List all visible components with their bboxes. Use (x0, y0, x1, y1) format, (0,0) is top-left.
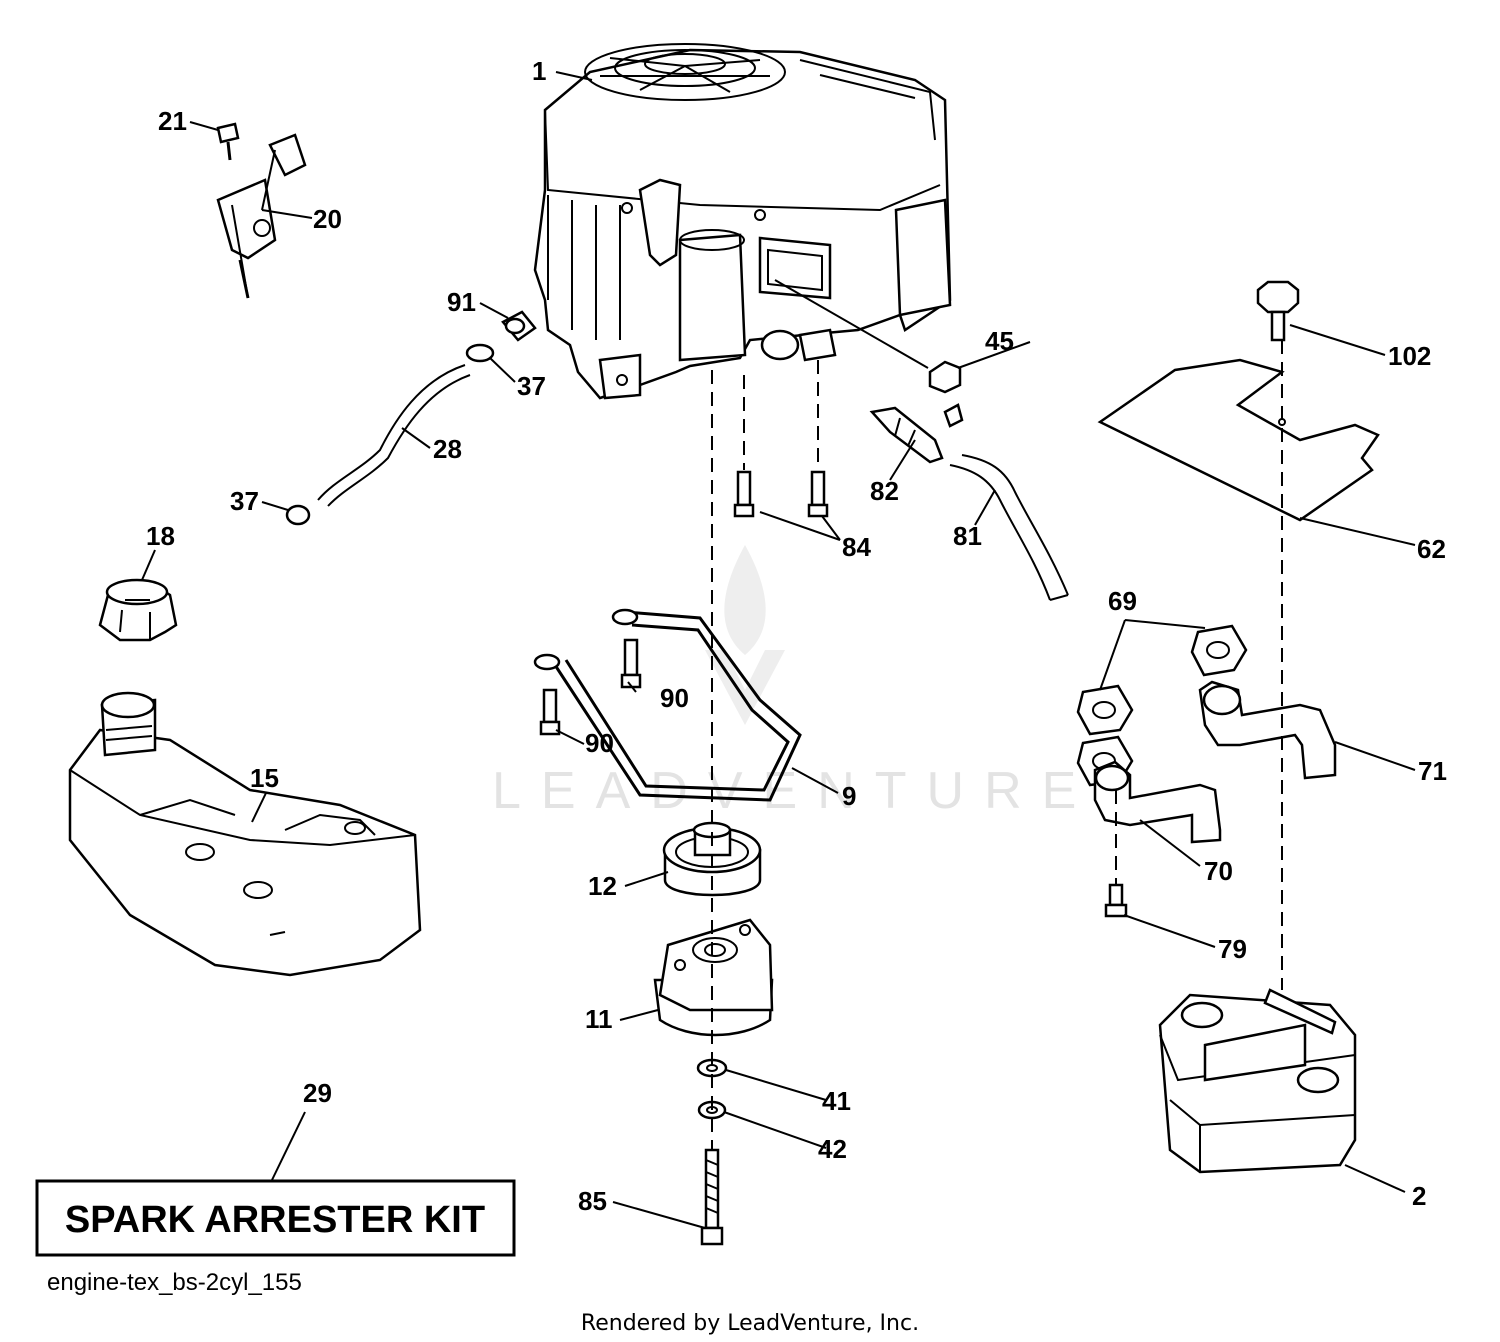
engine-bracket[interactable] (533, 608, 802, 802)
callout-clutch-bolt: 85 (578, 1186, 607, 1216)
callout-oil-drain-hose: 81 (953, 521, 982, 551)
callout-washer-41: 41 (822, 1086, 851, 1116)
callout-throttle-control: 20 (313, 204, 342, 234)
fuel-cap[interactable] (98, 578, 178, 642)
callout-exhaust-bolt: 79 (1218, 934, 1247, 964)
callout-throttle-screw: 21 (158, 106, 187, 136)
pto-clutch[interactable] (653, 918, 774, 1037)
watermark: LEADVENTURE (492, 545, 1096, 820)
engine[interactable] (533, 43, 952, 400)
bracket-bolt-lower[interactable] (539, 688, 561, 736)
fuel-tank[interactable] (68, 691, 422, 977)
spark-arrester-kit-box[interactable]: SPARK ARRESTER KIT (35, 1179, 516, 1257)
shield-knob[interactable] (1256, 280, 1300, 342)
callout-engine-bracket: 9 (842, 781, 856, 811)
watermark-text: LEADVENTURE (492, 762, 1096, 820)
callout-fitting-91: 91 (447, 287, 476, 317)
clutch-bolt[interactable] (700, 1148, 724, 1246)
callout-pto-clutch: 11 (585, 1004, 613, 1034)
callout-heat-shield: 62 (1417, 534, 1446, 564)
callout-pulley: 12 (588, 871, 617, 901)
callout-washer-42: 42 (818, 1134, 847, 1164)
callout-gasket: 69 (1108, 586, 1137, 616)
callout-exhaust-pipe-right: 71 (1418, 756, 1447, 786)
callout-fuel-hose: 28 (433, 434, 462, 464)
exhaust-bolt[interactable] (1104, 883, 1128, 918)
callout-oil-drain-valve: 82 (870, 476, 899, 506)
heat-shield[interactable] (1097, 358, 1380, 522)
oil-drain-hose[interactable] (949, 454, 1069, 601)
callout-hose-clamp-top: 37 (517, 371, 546, 401)
callout-fuel-tank: 15 (250, 763, 279, 793)
callout-fuel-cap: 18 (146, 521, 175, 551)
fitting-91[interactable] (501, 310, 537, 342)
drawing-id: engine-tex_bs-2cyl_155 (47, 1269, 302, 1296)
oil-drain-nut[interactable] (928, 360, 962, 394)
exhaust-pipe-left[interactable] (1093, 760, 1222, 844)
callout-engine-bolts: 84 (842, 532, 871, 562)
callout-exhaust-pipe-left: 70 (1204, 856, 1233, 886)
leader-lines (141, 71, 1416, 1229)
callout-engine: 1 (532, 56, 546, 86)
callout-bracket-bolt-upper: 90 (660, 683, 689, 713)
callout-bracket-bolt-lower: 90 (585, 728, 614, 758)
rendered-by: Rendered by LeadVenture, Inc. (581, 1311, 919, 1336)
hose-clamp-top[interactable] (465, 343, 495, 363)
callouts: 1 21 20 91 37 28 37 18 15 29 45 102 82 8… (146, 56, 1447, 1216)
spark-arrester-kit-label: SPARK ARRESTER KIT (65, 1199, 485, 1241)
oil-drain-valve[interactable] (869, 403, 964, 464)
callout-spark-arrester-kit: 29 (303, 1078, 332, 1108)
engine-bolts[interactable] (733, 470, 829, 518)
callout-muffler: 2 (1412, 1181, 1426, 1211)
hose-clamp-bottom[interactable] (285, 504, 311, 526)
bracket-bolt-upper[interactable] (620, 638, 642, 689)
throttle-screw[interactable] (216, 122, 240, 161)
throttle-control[interactable] (216, 133, 307, 299)
pulley[interactable] (662, 821, 762, 897)
fuel-hose[interactable] (317, 364, 471, 507)
muffler[interactable] (1158, 988, 1357, 1174)
callout-oil-drain-nut: 45 (985, 326, 1014, 356)
callout-shield-knob: 102 (1388, 341, 1431, 371)
alignment-lines (711, 340, 1283, 1150)
callout-hose-clamp-bottom: 37 (230, 486, 259, 516)
exhaust-pipe-right[interactable] (1198, 680, 1337, 780)
